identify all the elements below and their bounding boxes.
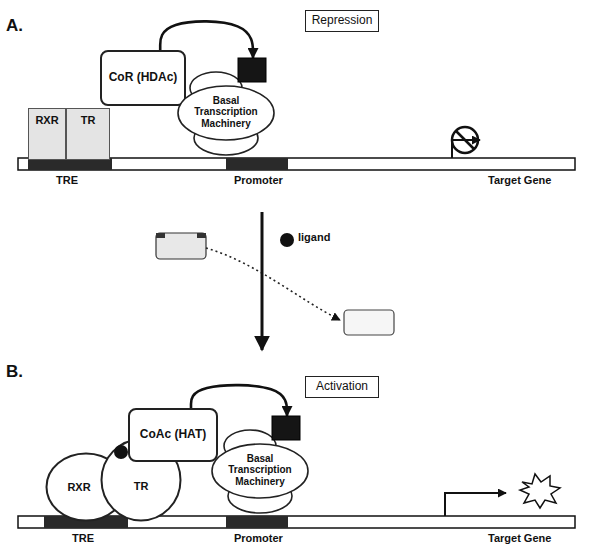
ligand-dot (280, 233, 294, 247)
state-label-box: Repression (305, 10, 379, 32)
node-text: Repression (312, 14, 373, 28)
text-block: Activation (316, 380, 368, 394)
element-label: TRE (56, 174, 78, 187)
promoter-element (226, 158, 288, 170)
transcription-arrow (445, 493, 506, 516)
histone-target (238, 58, 266, 82)
node-text: Activation (316, 380, 368, 394)
receptor-box: TR (66, 108, 110, 160)
corepressor-symbol (156, 233, 206, 259)
text-block: TR (134, 480, 149, 493)
release-arrow (206, 248, 340, 320)
promoter-element (226, 516, 288, 528)
text-block: Basal Transcription Machinery (188, 95, 264, 130)
machinery-subunit (212, 444, 308, 498)
element-label: Promoter (234, 532, 283, 545)
node-text: RXR (35, 114, 58, 127)
state-label-box: Activation (305, 376, 379, 398)
node-text: CoR (HDAc) (109, 71, 178, 85)
corner-mark (156, 233, 165, 238)
receptor-box: RXR (28, 108, 66, 160)
text-block: TR (81, 114, 96, 127)
element-label: TRE (72, 532, 94, 545)
node-text: Basal Transcription Machinery (188, 95, 264, 130)
text-block: Repression (312, 14, 373, 28)
text-block: Basal Transcription Machinery (222, 453, 298, 488)
transition-arrow (261, 212, 264, 350)
element-label: Target Gene (488, 532, 551, 545)
node-text: TR (134, 480, 149, 493)
released-corepressor (344, 310, 394, 335)
histone-target (272, 416, 300, 440)
node-text: CoAc (HAT) (140, 428, 206, 442)
node-text: Basal Transcription Machinery (222, 453, 298, 488)
text-block: CoR (HDAc) (109, 71, 178, 85)
coactivator-box: CoAc (HAT) (128, 408, 218, 462)
element-label: Promoter (234, 174, 283, 187)
corner-mark (197, 233, 206, 238)
ligand-label: ligand (298, 231, 330, 244)
element-label: Target Gene (488, 174, 551, 187)
machinery-cluster: Basal Transcription Machinery (210, 416, 310, 516)
machinery-cluster: Basal Transcription Machinery (176, 58, 276, 158)
corepressor-box: CoR (HDAc) (100, 50, 186, 106)
bound-ligand (114, 445, 128, 459)
panel-letter: A. (6, 16, 23, 36)
machinery-subunit (178, 86, 274, 140)
block-slash (456, 131, 474, 149)
text-block: RXR (35, 114, 58, 127)
text-block: CoAc (HAT) (140, 428, 206, 442)
node-text: RXR (67, 481, 90, 494)
panel-letter: B. (6, 362, 23, 382)
text-block: RXR (67, 481, 90, 494)
node-text: TR (81, 114, 96, 127)
block-symbol (452, 127, 478, 153)
gene-product-burst (520, 474, 560, 508)
